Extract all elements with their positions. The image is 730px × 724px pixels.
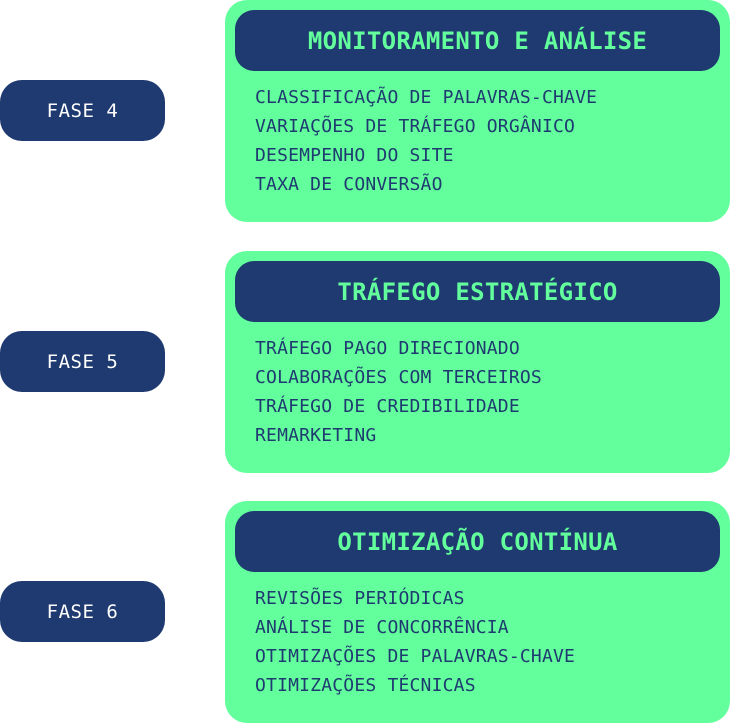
phase-item: REMARKETING	[255, 425, 377, 446]
phase-title: OTIMIZAÇÃO CONTÍNUA	[235, 511, 720, 572]
phase-item: OTIMIZAÇÕES TÉCNICAS	[255, 675, 476, 696]
phase-label: FASE 6	[0, 581, 165, 642]
phase-item: REVISÕES PERIÓDICAS	[255, 588, 465, 609]
phase-item: ANÁLISE DE CONCORRÊNCIA	[255, 617, 509, 638]
phase-label: FASE 5	[0, 331, 165, 392]
phase-items: CLASSIFICAÇÃO DE PALAVRAS-CHAVE VARIAÇÕE…	[255, 83, 597, 199]
phase-card: MONITORAMENTO E ANÁLISE CLASSIFICAÇÃO DE…	[225, 0, 730, 222]
phase-5: FASE 5 TRÁFEGO ESTRATÉGICO TRÁFEGO PAGO …	[0, 251, 730, 473]
phase-item: TAXA DE CONVERSÃO	[255, 174, 443, 195]
phase-items: REVISÕES PERIÓDICAS ANÁLISE DE CONCORRÊN…	[255, 584, 575, 700]
phase-label: FASE 4	[0, 80, 165, 141]
phase-6: FASE 6 OTIMIZAÇÃO CONTÍNUA REVISÕES PERI…	[0, 501, 730, 723]
phase-title: TRÁFEGO ESTRATÉGICO	[235, 261, 720, 322]
phase-title: MONITORAMENTO E ANÁLISE	[235, 10, 720, 71]
phase-4: FASE 4 MONITORAMENTO E ANÁLISE CLASSIFIC…	[0, 0, 730, 222]
phase-items: TRÁFEGO PAGO DIRECIONADO COLABORAÇÕES CO…	[255, 334, 542, 450]
phase-item: TRÁFEGO PAGO DIRECIONADO	[255, 338, 520, 359]
phase-card: OTIMIZAÇÃO CONTÍNUA REVISÕES PERIÓDICAS …	[225, 501, 730, 723]
phase-item: CLASSIFICAÇÃO DE PALAVRAS-CHAVE	[255, 87, 598, 108]
phase-item: OTIMIZAÇÕES DE PALAVRAS-CHAVE	[255, 646, 576, 667]
phase-item: COLABORAÇÕES COM TERCEIROS	[255, 367, 542, 388]
phase-item: DESEMPENHO DO SITE	[255, 145, 454, 166]
phase-card: TRÁFEGO ESTRATÉGICO TRÁFEGO PAGO DIRECIO…	[225, 251, 730, 473]
phase-item: TRÁFEGO DE CREDIBILIDADE	[255, 396, 520, 417]
phase-item: VARIAÇÕES DE TRÁFEGO ORGÂNICO	[255, 116, 576, 137]
